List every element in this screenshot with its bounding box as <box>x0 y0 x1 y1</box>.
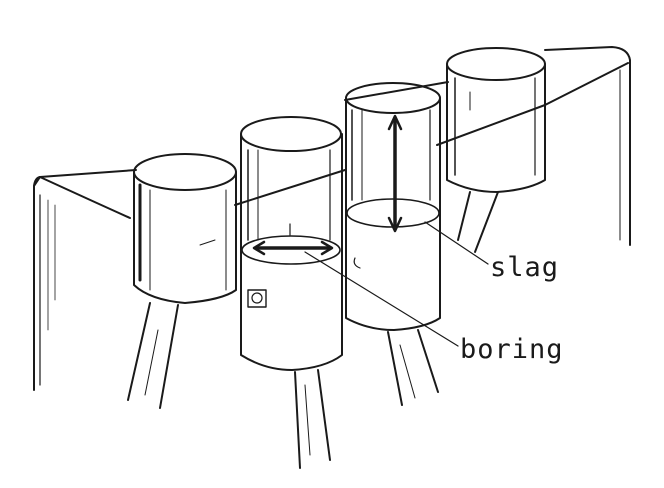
cylinder-1 <box>127 153 237 409</box>
slag-leader-line <box>424 221 489 265</box>
leader-lines <box>304 221 489 347</box>
slag-label: slag <box>490 252 560 283</box>
boring-leader-line <box>304 251 459 347</box>
cylinder-4 <box>446 47 546 253</box>
cylinder-3 <box>345 82 441 406</box>
boring-label: boring <box>460 334 564 365</box>
cylinder-2 <box>240 116 343 469</box>
